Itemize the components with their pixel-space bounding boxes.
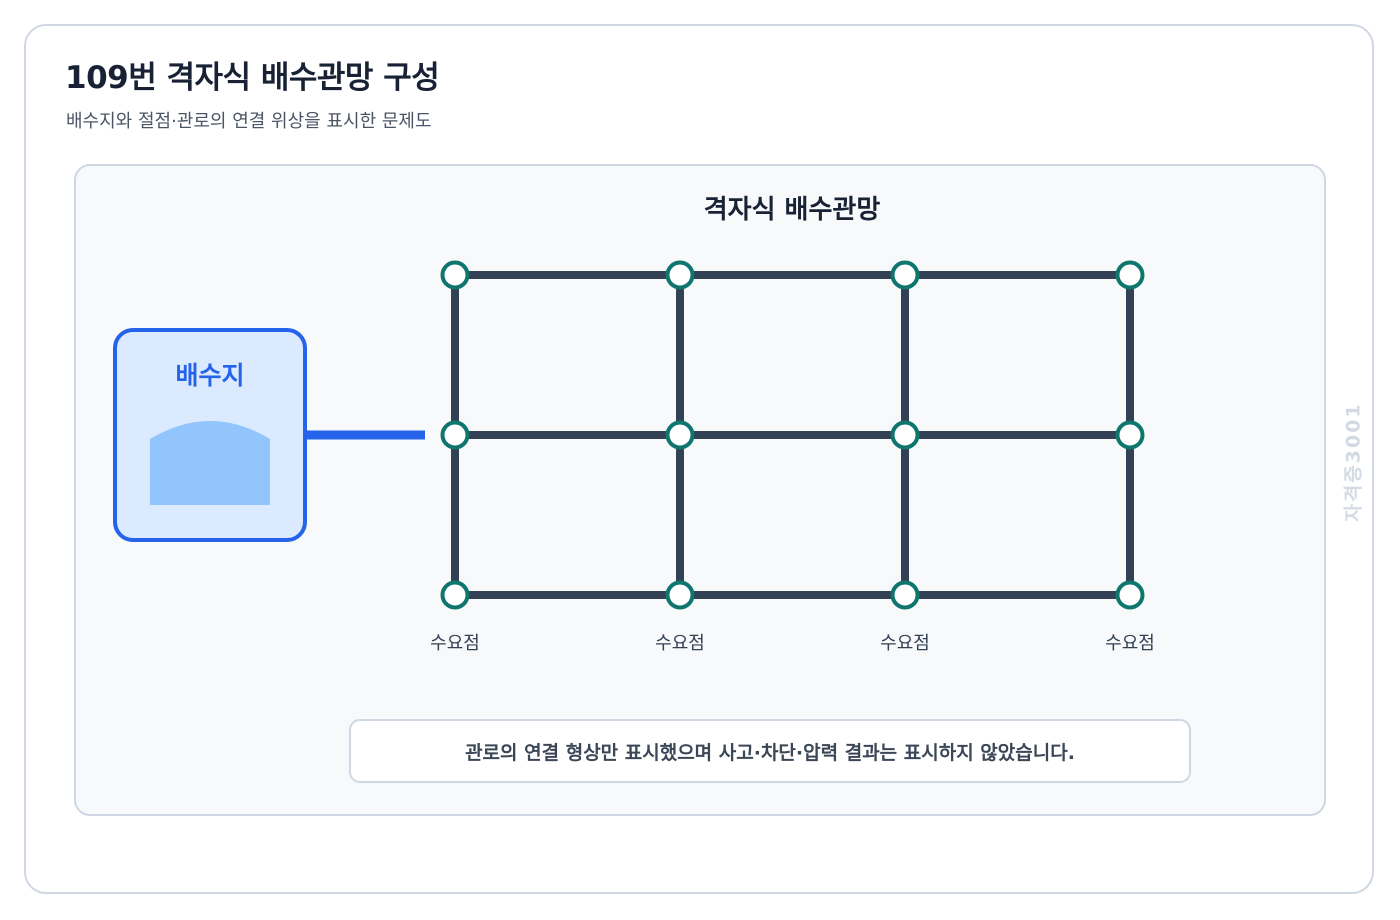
junction-node xyxy=(1115,580,1145,610)
demand-point-label: 수요점 xyxy=(430,633,480,654)
note-text: 관로의 연결 형상만 표시했으며 사고·차단·압력 결과는 표시하지 않았습니다… xyxy=(465,742,1075,764)
reservoir-label: 배수지 xyxy=(175,361,244,390)
junction-node xyxy=(1115,260,1145,290)
junction-node xyxy=(665,580,695,610)
junction-nodes xyxy=(440,260,1145,610)
demand-point-label: 수요점 xyxy=(1105,633,1155,654)
junction-node xyxy=(1115,420,1145,450)
reservoir-water-icon xyxy=(150,421,270,505)
demand-point-label: 수요점 xyxy=(655,633,705,654)
junction-node xyxy=(890,580,920,610)
note-box xyxy=(349,719,1191,783)
junction-node xyxy=(440,580,470,610)
demand-point-labels: 수요점 수요점 수요점 수요점 xyxy=(430,633,1155,654)
demand-point-label: 수요점 xyxy=(880,633,930,654)
junction-node xyxy=(890,260,920,290)
junction-node xyxy=(665,420,695,450)
junction-node xyxy=(440,420,470,450)
junction-node xyxy=(440,260,470,290)
reservoir: 배수지 xyxy=(113,328,307,542)
junction-node xyxy=(665,260,695,290)
pipe-grid xyxy=(451,271,1134,599)
page-title: 109번 격자식 배수관망 구성 xyxy=(65,60,440,96)
junction-node xyxy=(890,420,920,450)
page-subtitle: 배수지와 절점·관로의 연결 위상을 표시한 문제도 xyxy=(66,111,432,132)
diagram-title: 격자식 배수관망 xyxy=(704,195,881,225)
